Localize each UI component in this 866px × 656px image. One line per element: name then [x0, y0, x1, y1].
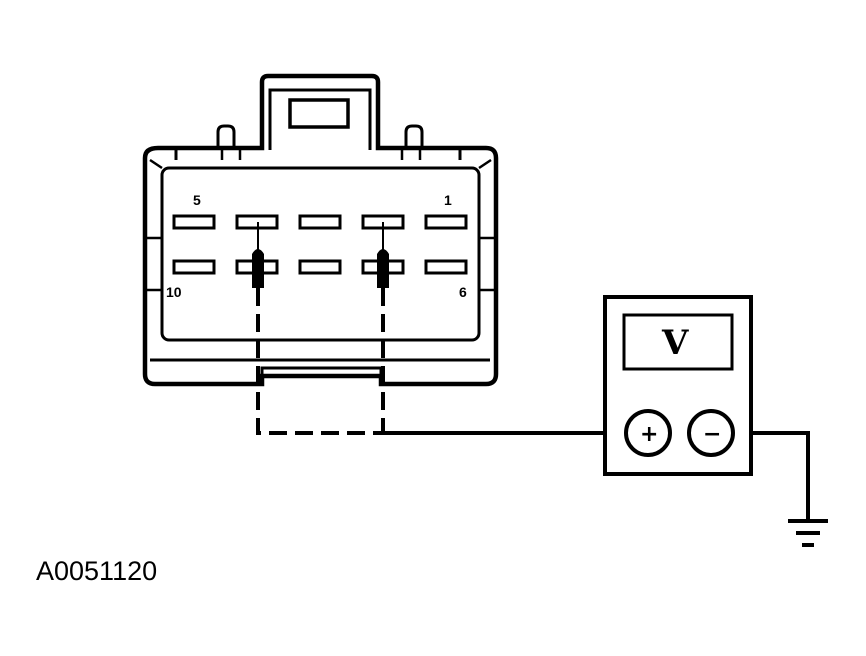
ground-icon [788, 519, 828, 547]
hidden-lead-left [256, 288, 383, 435]
left-side-ribs [145, 158, 163, 292]
pin-slot-8 [298, 259, 342, 275]
latch-tab [268, 88, 372, 150]
pin-label-1: 1 [444, 192, 452, 208]
pin-label-10: 10 [166, 284, 182, 300]
negative-terminal-label: − [703, 422, 721, 447]
latch [288, 98, 350, 129]
connector-inner-shell [150, 150, 490, 362]
lead-to-ground [734, 431, 810, 520]
pin-slot-6 [424, 259, 468, 275]
positive-terminal [624, 409, 672, 457]
voltmeter: V + − [603, 295, 753, 476]
pin-slot-5 [172, 214, 216, 230]
left-post-inner [220, 148, 242, 160]
test-probe-left [252, 222, 264, 288]
negative-terminal [687, 409, 735, 457]
pin-slot-10 [172, 259, 216, 275]
wiring [256, 288, 810, 520]
connector [142, 73, 499, 387]
right-side-ribs [478, 158, 496, 292]
right-post-inner [400, 148, 422, 160]
pin-slot-1 [424, 214, 468, 230]
pin-slots [172, 214, 468, 275]
pin-slot-3 [298, 214, 342, 230]
test-probe-right [377, 222, 389, 288]
figure-id: A0051120 [36, 556, 157, 586]
pin-label-6: 6 [459, 284, 467, 300]
pin-label-5: 5 [193, 192, 201, 208]
positive-terminal-label: + [640, 422, 658, 447]
meter-display [622, 313, 734, 371]
left-post [216, 124, 236, 148]
connector-face [160, 166, 481, 342]
connector-outer-shell [142, 73, 499, 387]
meter-display-symbol: V [661, 323, 689, 363]
right-post [404, 124, 424, 148]
